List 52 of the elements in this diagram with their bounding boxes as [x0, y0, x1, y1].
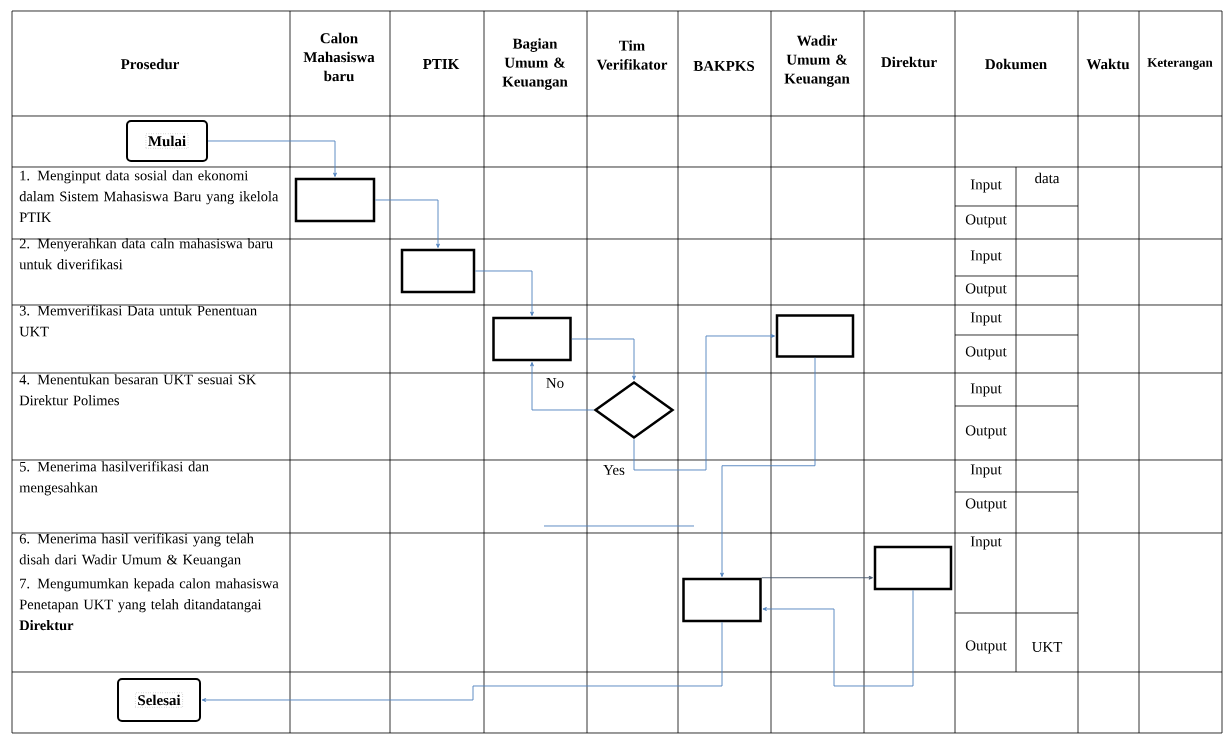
procedure-text: 1. Menginput data sosial dan ekonomi dalam Sistem Mahasiswa Baru yang ikelola PTIK [19, 170, 279, 223]
cell-text: data [1035, 172, 1060, 184]
column-header: Tim Verifikator [596, 40, 668, 70]
procedure-text: 6. Menerima hasil verifikasi yang telah disah dari Wadir Umum & Keuangan [19, 533, 254, 568]
process-box [400, 248, 476, 294]
procedure-text: 5. Menerima hasilverifikasi dan mengesahkan [19, 461, 209, 496]
cell-text: Input [970, 250, 1002, 264]
column-header: BAKPKS [693, 61, 755, 71]
cell-text: Output [965, 425, 1007, 439]
cell-text: Output [965, 346, 1007, 360]
arrow [720, 357, 816, 578]
cell-text: Output [965, 283, 1007, 297]
arrow [374, 199, 440, 249]
terminal-box: Selesai [117, 678, 201, 722]
arrow [762, 589, 914, 687]
arrow [530, 361, 595, 411]
process-box [775, 314, 855, 358]
process-box [682, 577, 762, 623]
procedure-text: 7. Mengumumkan kepada calon mahasiswa Penetapan UKT yang telah ditandatangai Direktur [19, 578, 279, 631]
terminal-box: Mulai [126, 120, 208, 162]
arrow [207, 140, 337, 178]
edge-label: No [544, 377, 566, 389]
column-header: Keterangan [1147, 58, 1213, 70]
cell-text: Input [970, 383, 1002, 397]
arrow [201, 621, 723, 702]
edge-label: Yes [602, 464, 626, 476]
column-header: Bagian Umum & Keuangan [502, 38, 568, 90]
process-box [492, 316, 572, 362]
column-header: PTIK [423, 59, 460, 69]
arrow [761, 575, 874, 580]
cell-text: Input [970, 464, 1002, 478]
cell-text: Output [965, 640, 1007, 654]
procedure-text: 4. Menentukan besaran UKT sesuai SK Direktur Polimes [19, 374, 257, 406]
cell-text: Input [970, 536, 1002, 550]
cell-text: Output [965, 498, 1007, 512]
column-header: Direktur [881, 56, 937, 68]
cell-text: Input [970, 179, 1002, 193]
column-header: Dokumen [985, 58, 1047, 70]
arrow [633, 334, 776, 471]
cell-text: Output [965, 214, 1007, 228]
procedure-text: 2. Menyerahkan data caln mahasiswa baru untuk diverifikasi [19, 238, 273, 270]
cell-text: Input [970, 312, 1002, 326]
arrow [571, 338, 636, 381]
procedure-text: 3. Memverifikasi Data untuk Penentuan UKT [19, 305, 257, 337]
column-header: Calon Mahasiswa baru [303, 32, 375, 82]
column-header: Wadir Umum & Keuangan [784, 35, 850, 87]
column-header: Prosedur [120, 58, 179, 70]
column-header: Waktu [1086, 58, 1130, 70]
process-box [294, 177, 376, 223]
arrow [474, 270, 534, 317]
process-box [873, 545, 953, 591]
cell-text: UKT [1031, 642, 1063, 652]
